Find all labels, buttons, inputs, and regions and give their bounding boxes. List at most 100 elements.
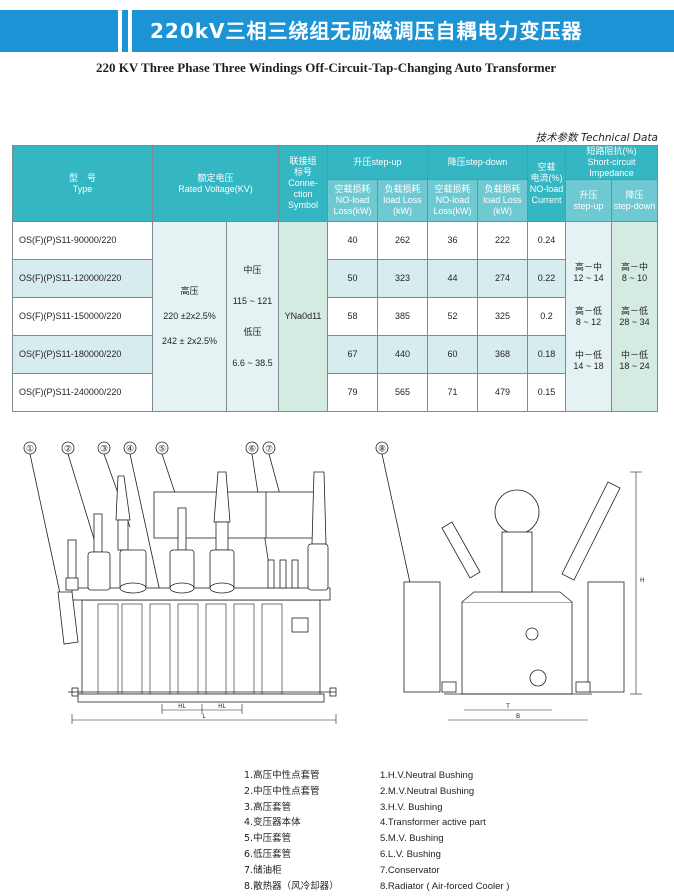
lv-range: 6.6 ~ 38.5 xyxy=(232,357,273,368)
callout-4: ④ xyxy=(123,441,161,593)
svg-text:③: ③ xyxy=(100,445,108,455)
header-impedance-en1: Short-circuit xyxy=(587,157,636,167)
imp-down-hl: 28 ~ 34 xyxy=(619,316,650,327)
header-imp-up-en: step-up xyxy=(573,200,604,211)
header-su-noload-cn: 空载损耗 xyxy=(334,184,371,194)
header-sd-load-en1: load Loss xyxy=(483,195,522,205)
header-sd-noload-en1: NO-load xyxy=(435,195,470,205)
header-sd-load-en2: (kW) xyxy=(493,206,513,216)
hv-bushing xyxy=(115,475,147,594)
header-sd-noload: 空载损耗 NO-load Loss(kW) xyxy=(427,179,479,222)
legend-item: 3.高压套管 xyxy=(244,801,292,813)
header-noload-current: 空载 电流(%) NO-load Current xyxy=(527,145,567,222)
imp-up-ml: 14 ~ 18 xyxy=(573,360,604,371)
imp-down-hl-label: 高－低 xyxy=(621,305,649,316)
header-row: 型 号 Type 额定电压 Rated Voltage(KV) 联接组 标号 C… xyxy=(12,145,659,222)
svg-text:H: H xyxy=(640,577,645,584)
table-row: OS(F)(P)S11-90000/220 高压 220 ±2x2.5% 242… xyxy=(12,221,659,412)
su-noload-cell: 79 xyxy=(327,373,379,412)
imp-down-ml-label: 中－低 xyxy=(621,349,649,360)
su-load-cell: 565 xyxy=(377,373,429,412)
header-step-up: 升压step-up xyxy=(327,145,429,180)
header-imp-step-up: 升压 step-up xyxy=(565,179,613,222)
callout-8: ⑧ xyxy=(375,441,413,593)
mv-label: 中压 xyxy=(243,264,262,275)
table-row: OS(F)(P)S11-150000/220 58 385 52 325 0.2 xyxy=(12,297,658,336)
page-title: 220kV三相三绕组无励磁调压自耦电力变压器 xyxy=(150,19,583,43)
header-sd-load-cn: 负载损耗 xyxy=(484,184,521,194)
imp-up-hl: 8 ~ 12 xyxy=(575,316,602,327)
hv-bushing-3 xyxy=(307,471,329,591)
mv-range: 115 ~ 121 xyxy=(232,295,273,306)
header-type-en: Type xyxy=(72,183,93,194)
type-cell: OS(F)(P)S11-150000/220 xyxy=(12,297,153,336)
header-current-cn1: 空载 xyxy=(537,161,556,172)
hv-step-down-voltage: 242 ± 2x2.5% xyxy=(162,336,217,346)
header-impedance-cn: 短路阻抗(%) xyxy=(586,146,637,156)
dimension-t: T xyxy=(464,703,552,711)
current-cell: 0.15 xyxy=(527,373,567,412)
legend-item: 5.M.V. Bushing xyxy=(380,833,444,845)
callout-2: ② xyxy=(61,441,99,553)
svg-text:T: T xyxy=(505,703,510,710)
su-load-cell: 323 xyxy=(377,259,429,298)
header-su-noload-en2: Loss(kW) xyxy=(333,206,372,216)
dimension-hl: HL HL xyxy=(161,703,243,714)
side-view: ⑧ T B H xyxy=(375,441,645,721)
table-row: OS(F)(P)S11-120000/220 50 323 44 274 0.2… xyxy=(12,259,658,298)
legend-item: 8.Radiator ( Air-forced Cooler ) xyxy=(380,880,510,892)
banner-stripe xyxy=(104,10,114,52)
imp-up-hm: 12 ~ 14 xyxy=(573,272,604,283)
su-noload-cell: 50 xyxy=(327,259,379,298)
header-su-load-cn: 负载损耗 xyxy=(384,184,421,194)
header-rated-voltage-cn: 额定电压 xyxy=(197,172,234,183)
header-imp-down-en: step-down xyxy=(613,200,656,211)
header-connection-en1: Conne- xyxy=(288,178,318,188)
banner-stripe-gap xyxy=(128,10,132,52)
legend-english: 1.H.V.Neutral Bushing 2.M.V.Neutral Bush… xyxy=(380,768,509,894)
header-rated-voltage-en: Rated Voltage(KV) xyxy=(178,183,253,194)
header-current-en2: Current xyxy=(531,194,562,205)
su-load-cell: 262 xyxy=(377,221,429,260)
svg-text:L: L xyxy=(202,713,206,720)
header-type-cn: 型 号 xyxy=(68,172,96,183)
legend-item: 1.H.V.Neutral Bushing xyxy=(380,770,474,781)
sd-noload-cell: 71 xyxy=(427,373,479,412)
legend-item: 7.Conservator xyxy=(380,864,440,876)
svg-text:①: ① xyxy=(26,445,34,455)
transformer-drawing: ① ② ③ ④ ⑤ ⑥ ⑦ xyxy=(23,441,645,724)
svg-text:②: ② xyxy=(64,445,72,455)
connection-symbol-cell: YNa0d11 xyxy=(278,221,329,412)
svg-text:HL: HL xyxy=(218,703,227,710)
lv-label: 低压 xyxy=(243,326,262,337)
type-cell: OS(F)(P)S11-180000/220 xyxy=(12,335,153,374)
svg-text:⑤: ⑤ xyxy=(158,445,166,455)
svg-text:B: B xyxy=(516,713,520,720)
header-imp-down-cn: 降压 xyxy=(625,189,644,200)
legend-item: 5.中压套管 xyxy=(244,833,292,845)
sd-load-cell: 222 xyxy=(477,221,529,260)
header-su-load-en2: (kW) xyxy=(393,206,413,216)
sd-load-cell: 325 xyxy=(477,297,529,336)
legend-item: 6.低压套管 xyxy=(244,848,292,860)
svg-text:④: ④ xyxy=(126,445,134,455)
type-cell: OS(F)(P)S11-90000/220 xyxy=(12,221,153,260)
table-row: OS(F)(P)S11-180000/220 67 440 60 368 0.1… xyxy=(12,335,658,374)
svg-text:⑦: ⑦ xyxy=(265,445,273,455)
current-cell: 0.18 xyxy=(527,335,567,374)
legend-item: 7.储油柜 xyxy=(244,864,282,876)
sd-load-cell: 368 xyxy=(477,335,529,374)
header-connection-en3: Symbol xyxy=(288,200,319,210)
legend-item: 6.L.V. Bushing xyxy=(380,848,441,860)
header-type: 型 号 Type xyxy=(12,145,153,222)
su-load-cell: 385 xyxy=(377,297,429,336)
sd-load-cell: 479 xyxy=(477,373,529,412)
sd-noload-cell: 60 xyxy=(427,335,479,374)
legend-item: 8.散热器（风冷却器） xyxy=(244,880,339,892)
su-noload-cell: 67 xyxy=(327,335,379,374)
imp-up-hm-label: 高－中 xyxy=(575,261,603,272)
header-connection: 联接组 标号 Conne- ction Symbol xyxy=(278,145,329,222)
header-su-load-en1: load Loss xyxy=(383,195,422,205)
page-subtitle: 220 KV Three Phase Three Windings Off-Ci… xyxy=(96,60,557,75)
sd-noload-cell: 52 xyxy=(427,297,479,336)
